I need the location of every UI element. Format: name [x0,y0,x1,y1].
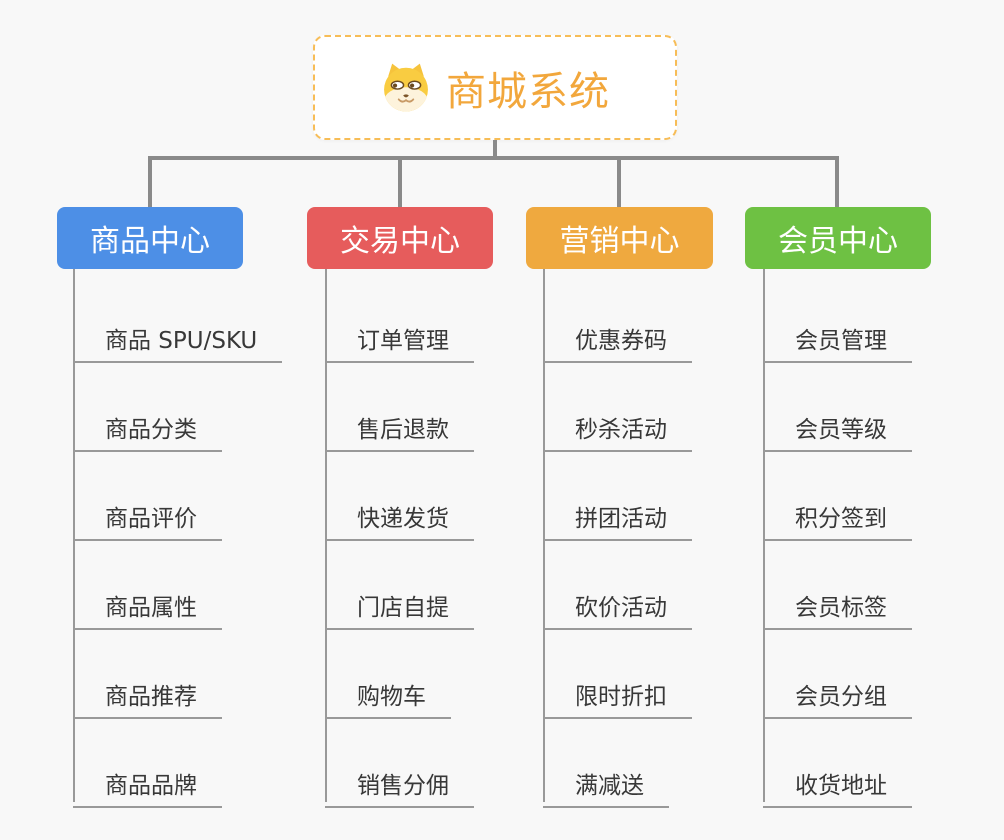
shiba-dog-icon [384,63,428,112]
branch-trunk-member [763,269,765,802]
connector-rail [148,156,839,160]
connector-drop-trade [398,156,402,208]
leaf-node[interactable]: 商品属性 [73,576,222,630]
connector-root-stub [493,140,497,156]
connector-drop-product [148,156,152,208]
leaf-node[interactable]: 商品品牌 [73,754,222,808]
leaf-node[interactable]: 限时折扣 [543,665,692,719]
leaf-node[interactable]: 商品推荐 [73,665,222,719]
leaf-node[interactable]: 会员等级 [763,398,912,452]
root-title: 商城系统 [446,68,610,115]
leaf-node[interactable]: 快递发货 [325,487,474,541]
branch-trunk-marketing [543,269,545,802]
leaf-node[interactable]: 商品分类 [73,398,222,452]
leaf-node[interactable]: 积分签到 [763,487,912,541]
leaf-node[interactable]: 售后退款 [325,398,474,452]
branch-node-member-center[interactable]: 会员中心 [745,207,931,269]
connector-drop-marketing [617,156,621,208]
leaf-node[interactable]: 拼团活动 [543,487,692,541]
leaf-node[interactable]: 商品评价 [73,487,222,541]
leaf-node[interactable]: 优惠券码 [543,309,692,363]
leaf-node[interactable]: 会员管理 [763,309,912,363]
connector-drop-member [835,156,839,208]
branch-trunk-product [73,269,75,802]
leaf-node[interactable]: 销售分佣 [325,754,474,808]
branch-node-marketing-center[interactable]: 营销中心 [526,207,713,269]
branch-trunk-trade [325,269,327,802]
root-node-mall-system[interactable]: 商城系统 [313,35,677,140]
leaf-node[interactable]: 会员标签 [763,576,912,630]
leaf-node[interactable]: 订单管理 [325,309,474,363]
branch-node-trade-center[interactable]: 交易中心 [307,207,493,269]
leaf-node[interactable]: 砍价活动 [543,576,692,630]
leaf-node[interactable]: 门店自提 [325,576,474,630]
leaf-node[interactable]: 收货地址 [763,754,912,808]
branch-node-product-center[interactable]: 商品中心 [57,207,243,269]
leaf-node[interactable]: 满减送 [543,754,669,808]
leaf-node[interactable]: 商品 SPU/SKU [73,309,283,363]
leaf-node[interactable]: 会员分组 [763,665,912,719]
leaf-node[interactable]: 秒杀活动 [543,398,692,452]
leaf-node[interactable]: 购物车 [325,665,451,719]
